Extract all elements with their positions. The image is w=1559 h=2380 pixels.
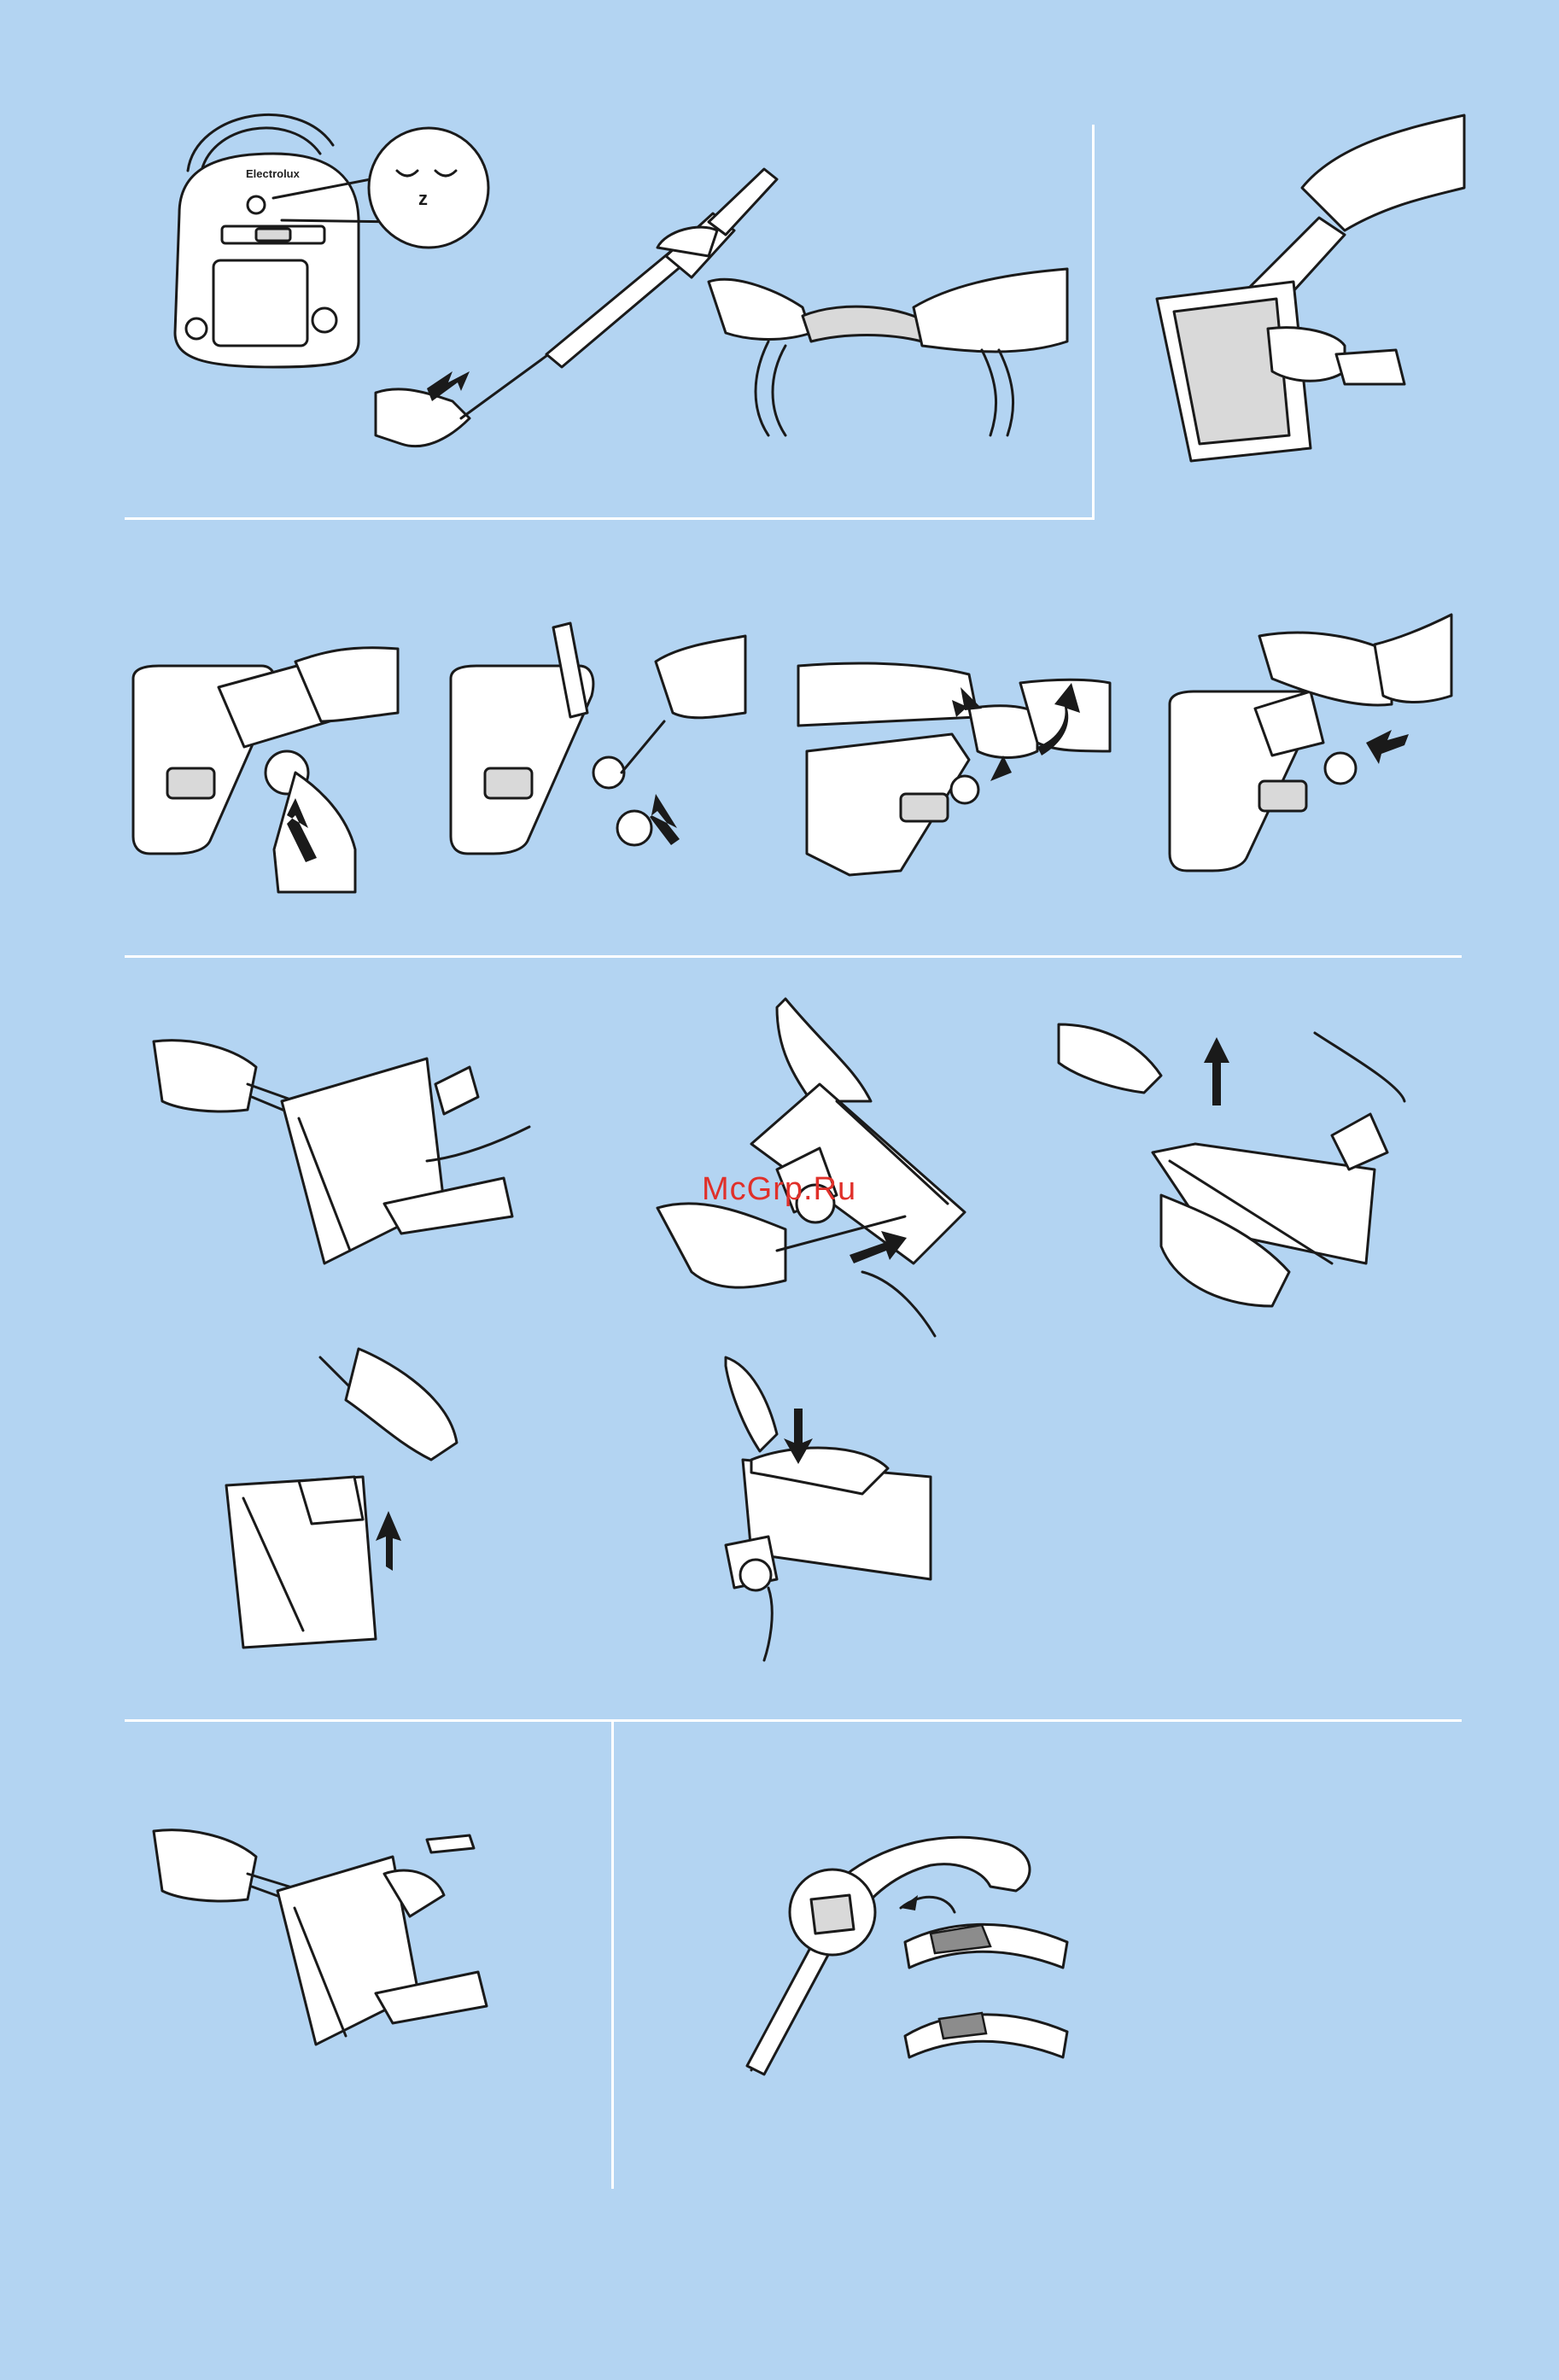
- arrow-icon: [650, 794, 680, 845]
- arrow-icon: [376, 1511, 401, 1571]
- arrow-icon: [1366, 730, 1409, 764]
- hand-icon: [657, 1204, 785, 1287]
- figure-turbo-pull-out: [218, 1349, 465, 1656]
- hand-icon: [154, 1830, 256, 1901]
- hand-icon: [154, 1041, 256, 1111]
- hand-icon: [914, 269, 1067, 352]
- hand-icon: [1059, 1024, 1161, 1093]
- figure-nozzle-step3: [798, 657, 1114, 879]
- figure-handle-clip: [726, 1810, 1084, 2100]
- figure-turbo-insert-tool: [657, 999, 982, 1340]
- figure-turbo-lift-brush: [1059, 1024, 1417, 1315]
- figure-brush-cut-hair: [154, 1823, 495, 2053]
- divider-row2-bottom: [125, 955, 1462, 958]
- divider-row1-bottom: [125, 517, 1095, 520]
- figure-turbo-press-down: [717, 1357, 965, 1665]
- divider-row4-vertical: [611, 1719, 614, 2189]
- hand-icon: [346, 1349, 457, 1460]
- divider-row3-bottom: [125, 1719, 1462, 1722]
- hand-icon: [1375, 615, 1451, 703]
- figure-nozzle-with-hand: [1148, 111, 1473, 470]
- watermark-text: McGrp.Ru: [702, 1171, 856, 1208]
- arrow-icon: [1204, 1037, 1229, 1105]
- arrow-icon: [901, 1895, 918, 1910]
- hand-icon: [777, 999, 871, 1101]
- figure-nozzle-step4: [1161, 610, 1460, 875]
- figure-turbo-cut-hair: [154, 1033, 538, 1272]
- figure-nozzle-step2: [442, 619, 750, 875]
- hand-icon: [726, 1357, 777, 1451]
- hand-icon: [376, 389, 470, 446]
- arrow-icon: [427, 371, 470, 401]
- hand-icon: [1302, 115, 1464, 230]
- figure-nozzle-step1: [125, 645, 406, 892]
- divider-row1-vertical: [1092, 125, 1095, 520]
- figure-hose-twist: [709, 265, 1076, 444]
- hand-icon: [656, 636, 745, 718]
- arrow-icon: [990, 755, 1012, 781]
- vacuum-brand-label: Electrolux: [246, 167, 300, 180]
- hand-icon: [798, 663, 978, 726]
- hand-icon: [657, 227, 717, 256]
- hand-icon: [709, 279, 811, 339]
